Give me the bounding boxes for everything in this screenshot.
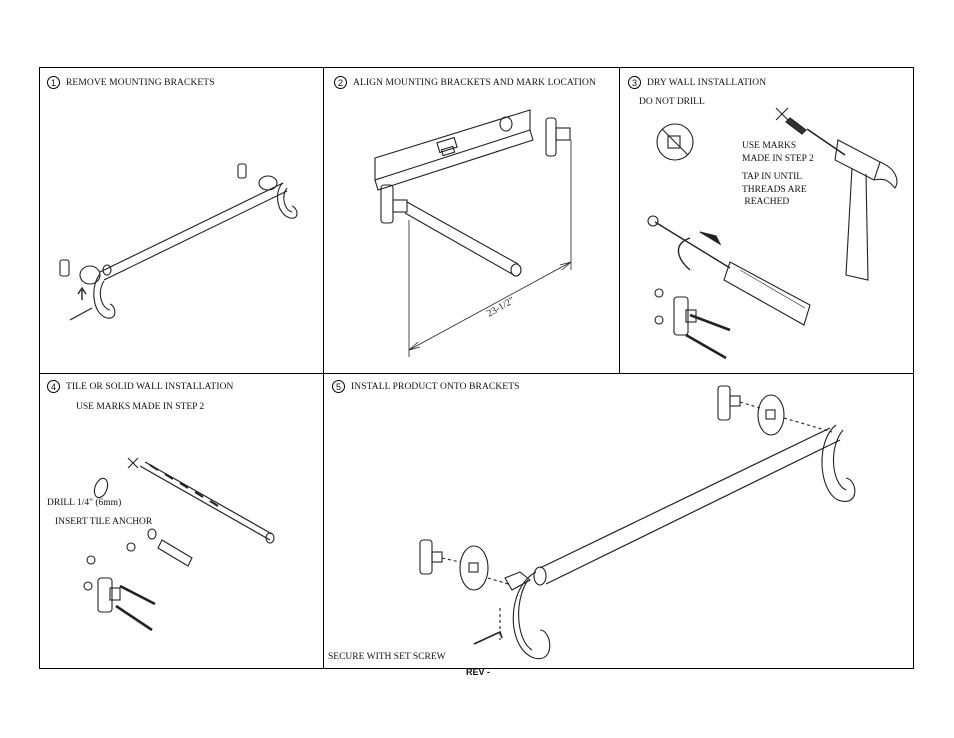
step-1-header: 1 REMOVE MOUNTING BRACKETS bbox=[47, 76, 215, 89]
step-3-number: 3 bbox=[628, 76, 641, 89]
instruction-sheet bbox=[39, 67, 914, 669]
step-4-number: 4 bbox=[47, 380, 60, 393]
step-2-title: ALIGN MOUNTING BRACKETS AND MARK LOCATIO… bbox=[353, 77, 596, 88]
step-5-footer-note: SECURE WITH SET SCREW bbox=[328, 652, 446, 662]
step-3-title: DRY WALL INSTALLATION bbox=[647, 77, 767, 88]
step-5-title: INSTALL PRODUCT ONTO BRACKETS bbox=[351, 381, 520, 392]
step-4-title: TILE OR SOLID WALL INSTALLATION bbox=[66, 381, 234, 392]
step-1-number: 1 bbox=[47, 76, 60, 89]
step-3-note-line: REACHED bbox=[742, 197, 790, 207]
step-5-number: 5 bbox=[332, 380, 345, 393]
column-divider-right bbox=[619, 67, 620, 373]
step-3-note-line: TAP IN UNTIL bbox=[742, 172, 803, 182]
step-4-anchor-note: INSERT TILE ANCHOR bbox=[55, 517, 153, 527]
step-4-subtitle: USE MARKS MADE IN STEP 2 bbox=[76, 402, 205, 412]
step-4-drill-note: DRILL 1/4" (6mm) bbox=[47, 498, 122, 508]
step-3-note-line: THREADS ARE bbox=[742, 184, 807, 195]
step-2-number: 2 bbox=[334, 76, 347, 89]
step-3-header: 3 DRY WALL INSTALLATION bbox=[628, 76, 766, 89]
step-3-note-line: USE MARKS bbox=[742, 141, 797, 151]
step-1-title: REMOVE MOUNTING BRACKETS bbox=[66, 77, 215, 88]
row-divider bbox=[39, 373, 914, 374]
step-3-note-line: MADE IN STEP 2 bbox=[742, 153, 814, 164]
step-3-notes: USE MARKS MADE IN STEP 2 TAP IN UNTIL TH… bbox=[742, 140, 814, 209]
step-3-warning: DO NOT DRILL bbox=[639, 97, 705, 107]
step-2-header: 2 ALIGN MOUNTING BRACKETS AND MARK LOCAT… bbox=[334, 76, 596, 89]
step-5-header: 5 INSTALL PRODUCT ONTO BRACKETS bbox=[332, 380, 520, 393]
revision-label: REV - bbox=[466, 667, 491, 677]
step-4-header: 4 TILE OR SOLID WALL INSTALLATION bbox=[47, 380, 234, 393]
column-divider-left bbox=[323, 67, 324, 669]
